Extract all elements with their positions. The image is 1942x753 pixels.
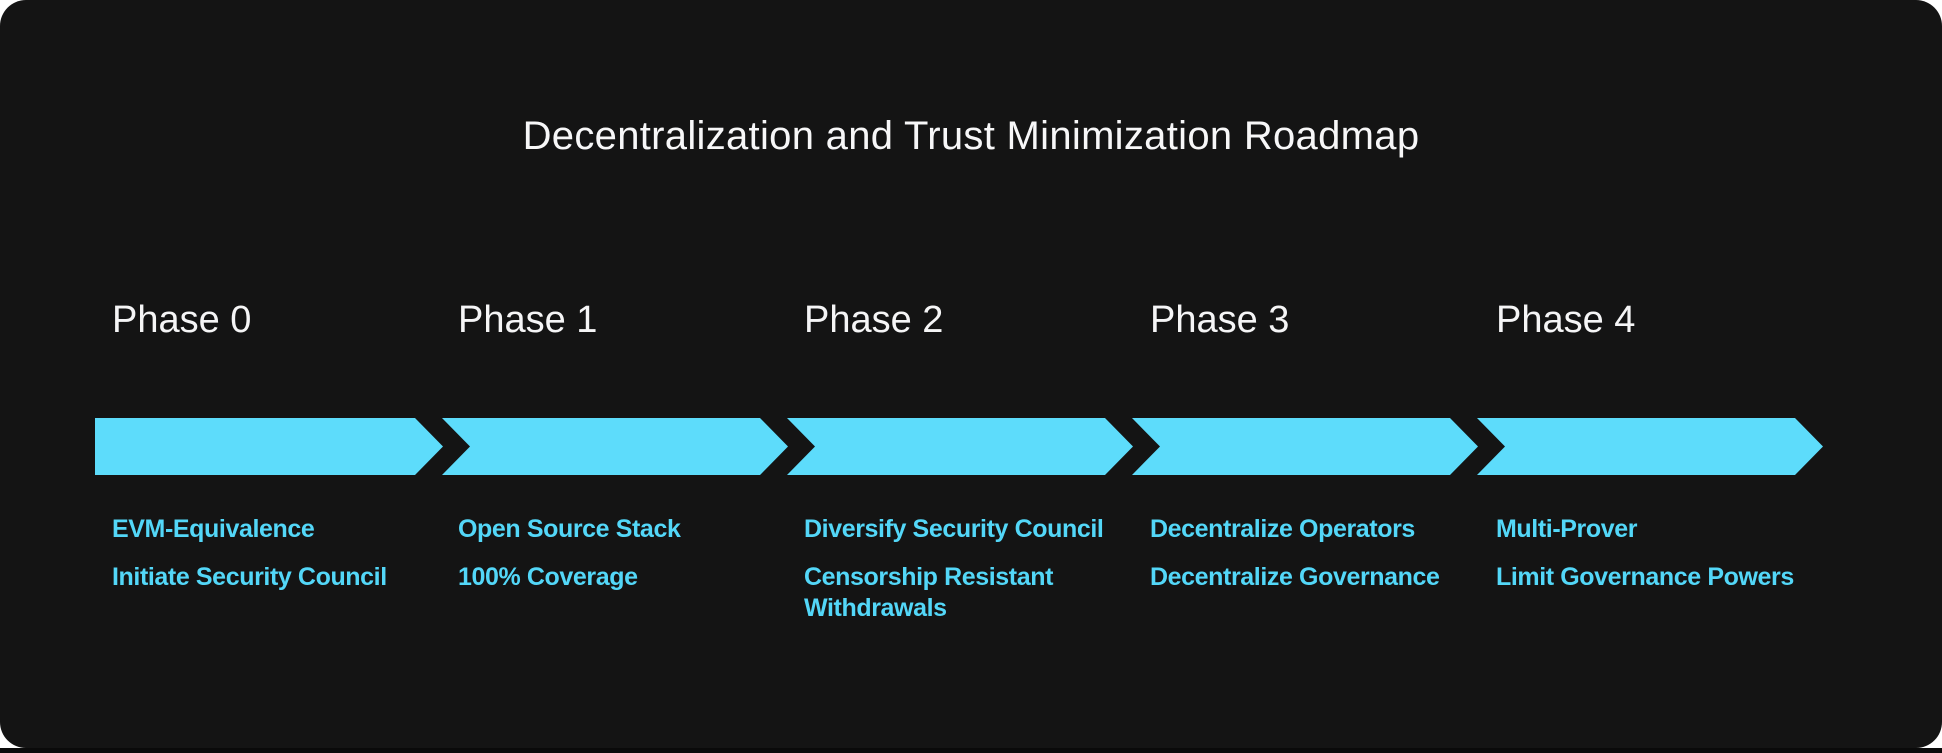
phase-item: Limit Governance Powers xyxy=(1496,563,1794,591)
phase-arrow-2 xyxy=(787,418,1133,475)
phase-item: Initiate Security Council xyxy=(112,563,387,591)
phase-item: Decentralize Operators xyxy=(1150,515,1415,543)
phase-items-4: Multi-Prover Limit Governance Powers xyxy=(1496,514,1836,610)
phase-label-0: Phase 0 xyxy=(112,299,252,341)
phase-label-3: Phase 3 xyxy=(1150,299,1290,341)
phase-item: 100% Coverage xyxy=(458,563,638,591)
roadmap-title: Decentralization and Trust Minimization … xyxy=(522,114,1420,158)
phase-arrow-0 xyxy=(95,418,443,475)
phase-label-4: Phase 4 xyxy=(1496,299,1636,341)
next-section-edge xyxy=(0,748,1942,753)
phase-item: Open Source Stack xyxy=(458,515,681,543)
phase-label-1: Phase 1 xyxy=(458,299,598,341)
phase-items-3: Decentralize Operators Decentralize Gove… xyxy=(1150,514,1490,610)
phase-arrow-4 xyxy=(1477,418,1823,475)
phase-item: EVM-Equivalence xyxy=(112,515,315,543)
phase-items-0: EVM-Equivalence Initiate Security Counci… xyxy=(112,514,452,610)
phase-item: Censorship Resistant Withdrawals xyxy=(804,563,1054,622)
phase-items-2: Diversify Security Council Censorship Re… xyxy=(804,514,1144,641)
phase-label-2: Phase 2 xyxy=(804,299,944,341)
phase-item: Diversify Security Council xyxy=(804,515,1104,543)
phase-item: Multi-Prover xyxy=(1496,515,1638,543)
phase-item: Decentralize Governance xyxy=(1150,563,1440,591)
phase-items-1: Open Source Stack 100% Coverage xyxy=(458,514,798,610)
phase-arrow-1 xyxy=(442,418,788,475)
phase-arrow-3 xyxy=(1132,418,1478,475)
